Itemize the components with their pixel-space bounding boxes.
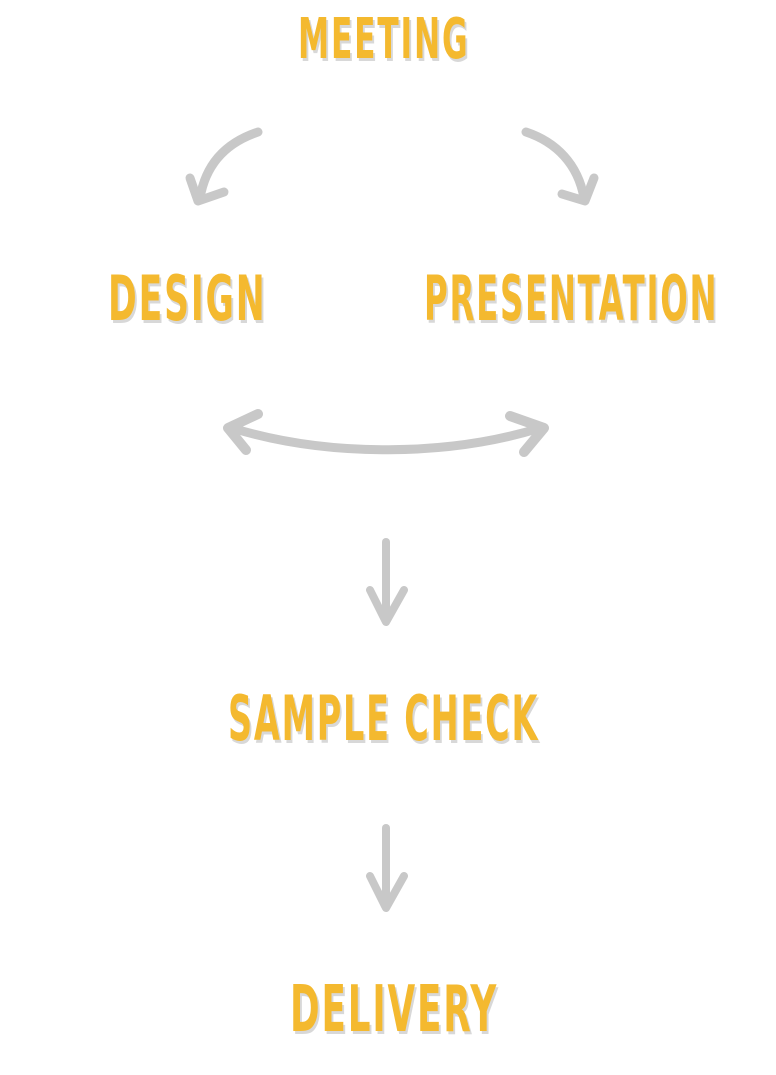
step-presentation-label: PRESENTATION	[424, 262, 719, 335]
arrow-meeting-to-design	[185, 127, 263, 206]
arrow-sample-check-to-delivery	[366, 824, 408, 912]
arrow-meeting-to-presentation	[521, 127, 599, 206]
arrow-design-presentation-bidirectional	[223, 409, 549, 457]
step-design-label: DESIGN	[108, 262, 267, 335]
step-meeting-label: MEETING	[298, 7, 470, 72]
step-delivery-label: DELIVERY	[290, 973, 499, 1047]
arrow-down-to-sample-check	[366, 538, 408, 626]
step-sample-check-label: SAMPLE CHECK	[228, 682, 540, 755]
